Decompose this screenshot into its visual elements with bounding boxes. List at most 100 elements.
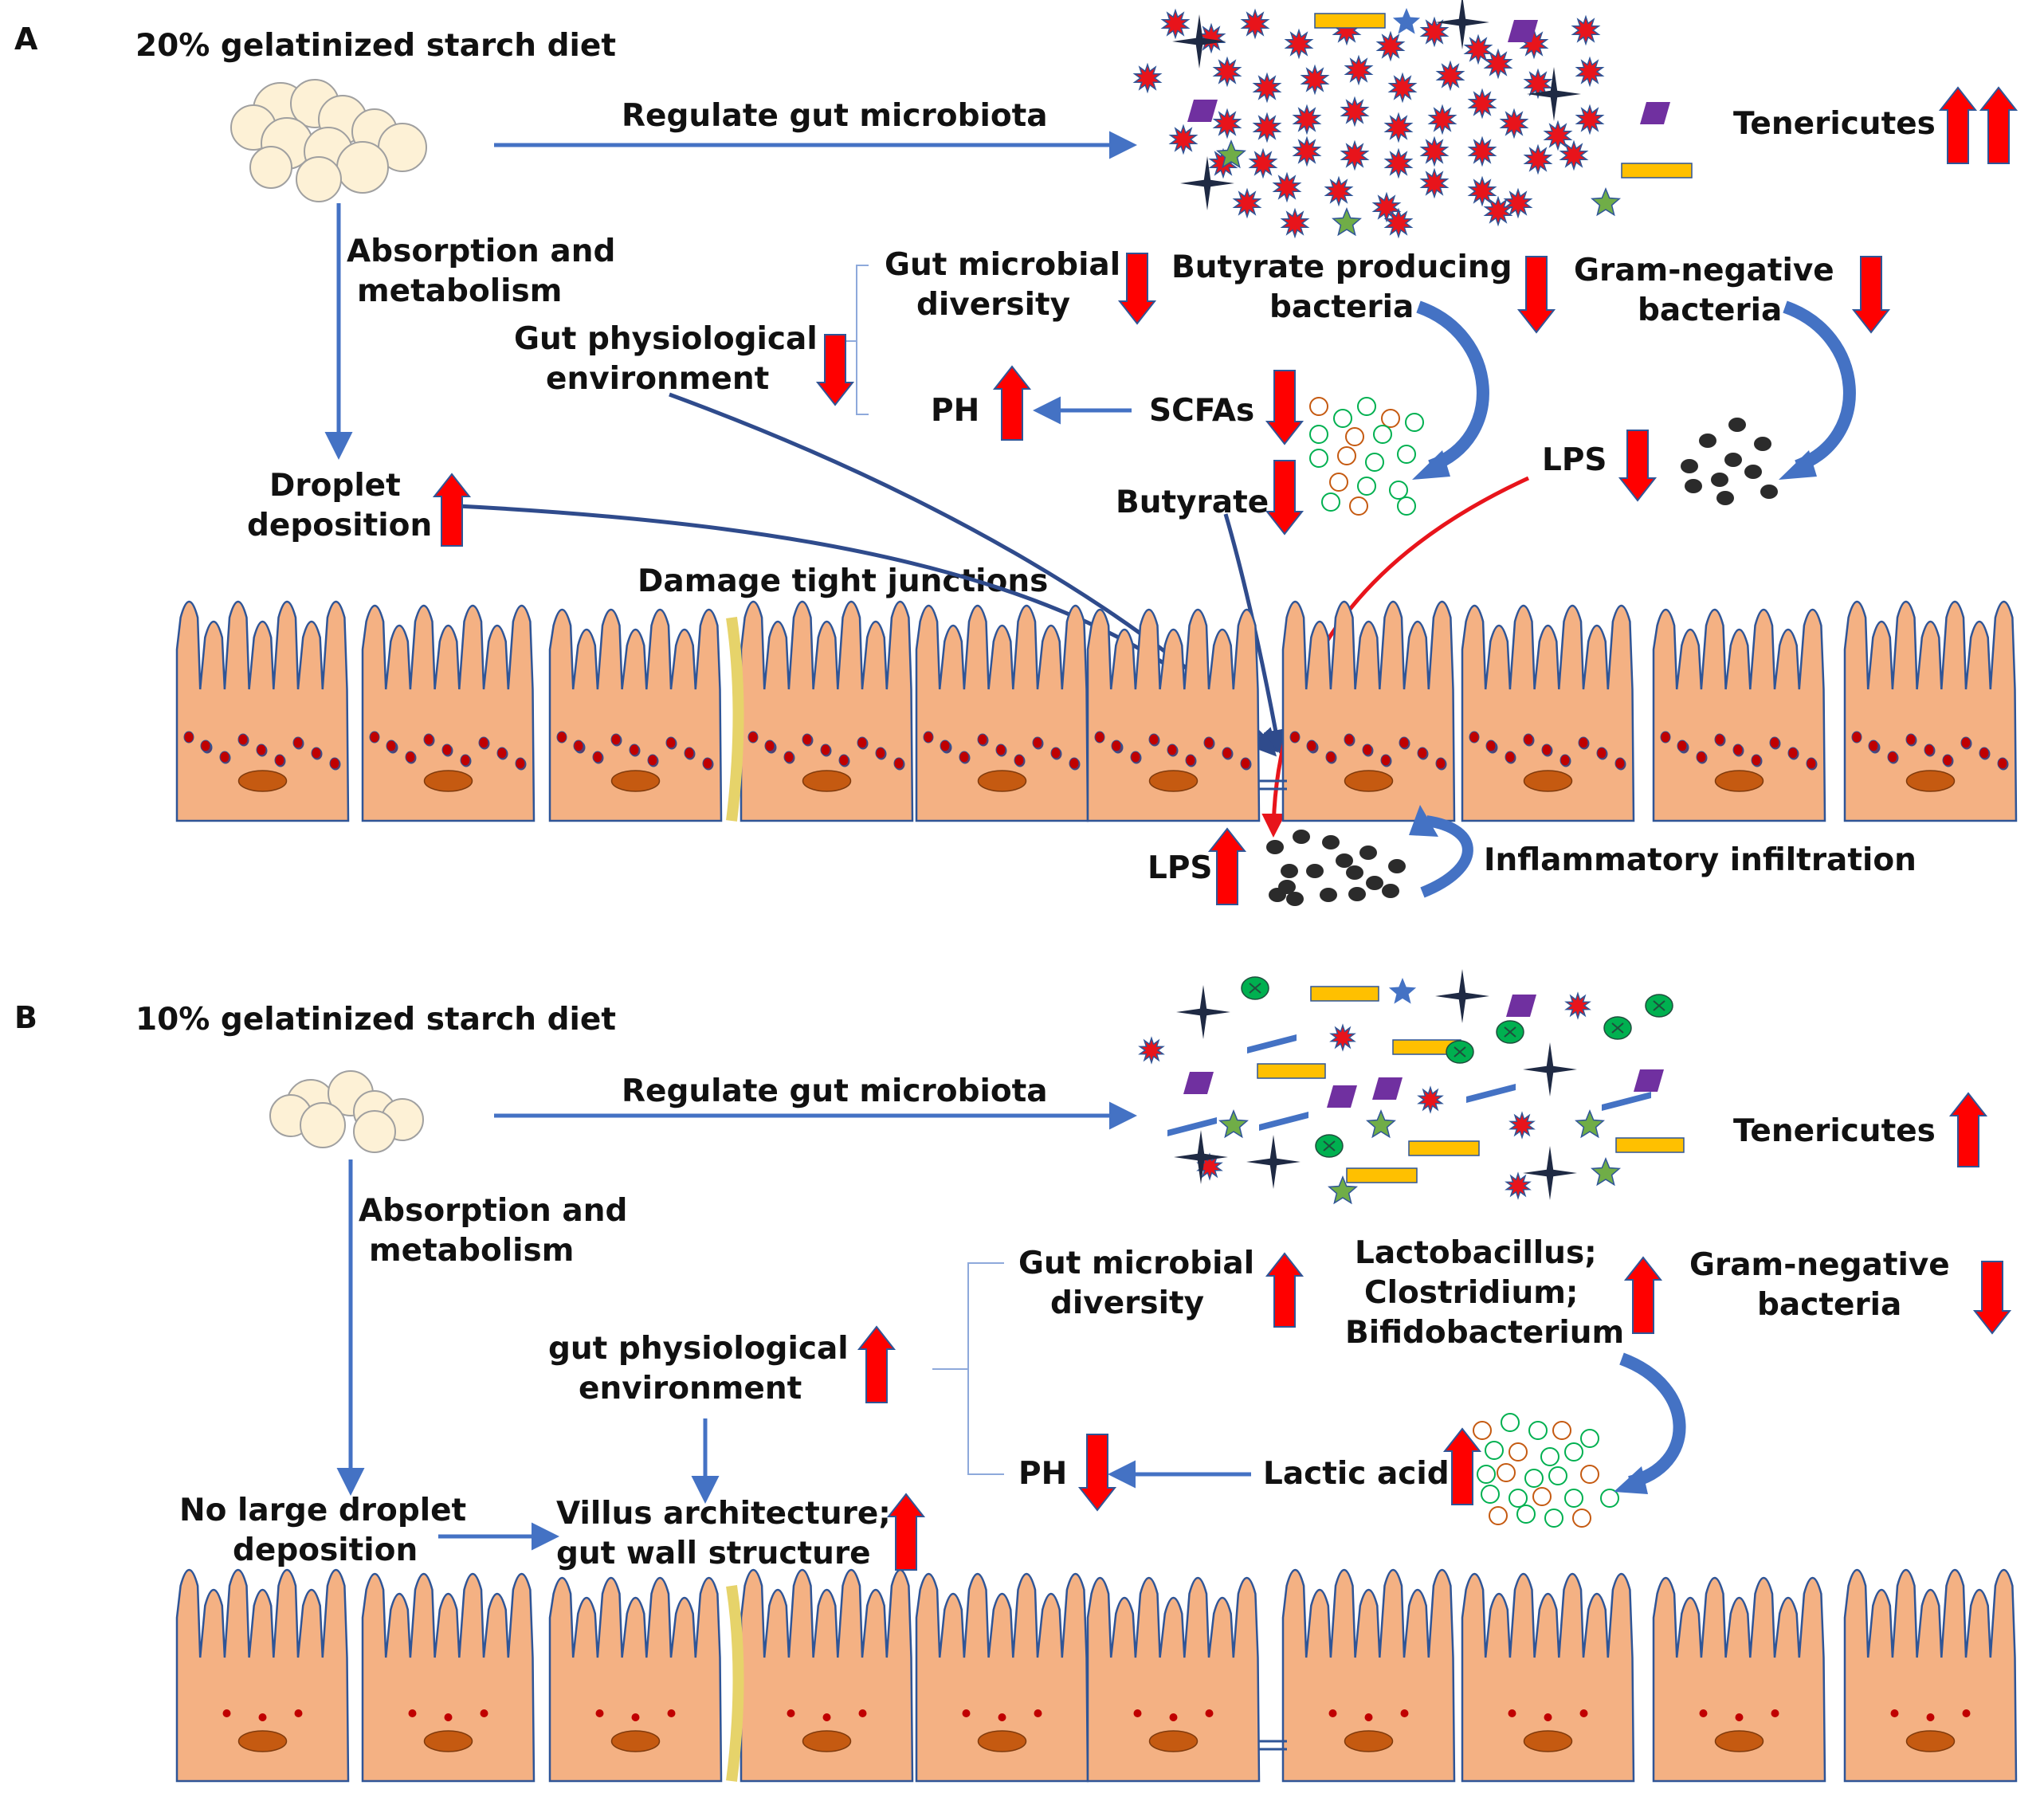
lps-dot-cluster-bottom [1266,830,1406,906]
red-arrow-down-icon [1117,253,1157,325]
lipid-droplet [1868,740,1879,752]
red-arrow-up-icon [886,1493,926,1571]
lipid-droplet [1979,747,1990,759]
lipid-droplet [1050,747,1061,759]
red-arrow-up-icon [1442,1427,1482,1505]
red-starburst-microbe-icon [1240,8,1270,40]
lipid-droplet [1579,1709,1588,1717]
lipid-droplet [183,731,194,744]
lipid-droplet [1614,757,1626,770]
lipid-droplet [329,757,340,770]
red-starburst-microbe-icon [1419,167,1450,199]
red-starburst-microbe-icon [1387,72,1418,104]
lps-dot-icon [1382,884,1399,898]
lipid-droplet [998,1713,1006,1721]
lipid-droplet [441,744,453,756]
lipid-droplet [1344,733,1355,746]
intercellular-junction [726,616,744,822]
lipid-droplet [1417,747,1428,759]
absorption-label-line2: metabolism [357,273,562,309]
lipid-droplet [219,751,230,763]
red-starburst-microbe-icon [1300,64,1330,96]
dark-four-point-star-icon [1435,0,1489,49]
butyrate-bacteria-curve-arrowhead [1412,450,1450,480]
lipid-droplet [515,757,526,770]
red-starburst-microbe-icon [1272,171,1302,203]
lipid-droplet [405,751,416,763]
lipid-droplet [684,747,695,759]
lps-top-label: LPS [1542,442,1607,478]
red-starburst-microbe-icon [1483,48,1513,80]
lps-dot-icon [1293,830,1310,844]
lipid-droplet [1240,757,1251,770]
green-ring-icon [1540,1447,1559,1466]
lipid-droplet [1435,757,1446,770]
red-starburst-microbe-icon [1467,88,1497,120]
epithelial-cell [1281,1568,1456,1783]
lactobacillus-curve-arrow [1619,1352,1686,1489]
epithelial-cell [1652,608,1826,822]
lipid-droplet [1328,1709,1337,1717]
red-starburst-microbe-icon [1292,135,1322,167]
lipid-droplet [1851,731,1862,744]
red-starburst-microbe-icon [1212,56,1242,88]
green-ring-icon [1373,425,1392,444]
lipid-droplet [1905,733,1916,746]
epithelial-cell [1652,1576,1826,1783]
gram-negative-line2: bacteria [1638,292,1782,328]
green-star-microbe-icon [1328,1175,1358,1205]
red-starburst-microbe-icon [1467,135,1497,167]
red-starburst-microbe-icon [1383,112,1414,143]
red-starburst-microbe-icon [1499,108,1529,139]
red-starburst-microbe-icon [1383,147,1414,179]
lipid-droplet [1032,736,1043,749]
green-star-microbe-icon [1575,1109,1605,1139]
panel-letter-a: A [14,22,38,57]
cell-nucleus [1714,770,1764,792]
dark-four-point-star-icon [1174,1130,1228,1184]
lipid-droplet [702,757,713,770]
lactobacillus-line3: Bifidobacterium [1345,1315,1624,1351]
brown-ring-icon [1381,409,1400,428]
epithelial-cell [361,1572,536,1783]
cell-nucleus [1905,1730,1956,1752]
butyrate-bacteria-line2: bacteria [1269,289,1414,325]
brown-ring-icon [1532,1487,1552,1506]
green-star-microbe-icon [1591,1157,1621,1187]
lipid-droplet [222,1709,231,1717]
red-arrow-down-icon [1265,370,1304,445]
red-starburst-microbe-icon [1280,207,1310,239]
lipid-droplet [274,754,285,767]
lipid-droplet [783,751,794,763]
red-arrow-down-icon [1851,256,1891,334]
lipid-droplet [1887,751,1898,763]
epithelial-cell [1281,600,1456,822]
ph-b-label: PH [1018,1456,1067,1492]
butyrate-bacteria-curve-arrow [1416,300,1489,473]
lipid-droplet [480,1709,488,1717]
epithelial-cell [1086,1576,1261,1783]
bracket-b [932,1262,1004,1475]
lipid-droplet [256,744,267,756]
lipid-droplet [1962,1709,1971,1717]
red-starburst-microbe-icon [1575,104,1605,135]
red-arrow-up-icon [992,365,1032,441]
green-ring-icon [1309,449,1328,468]
green-star-microbe-icon [1591,187,1621,217]
red-arrow-down-icon [815,334,855,406]
regulate-label: Regulate gut microbiota [622,98,1048,134]
red-arrow-down-icon [1077,1434,1117,1512]
dark-four-point-star-icon [1527,67,1581,121]
red-starburst-microbe-icon [1419,135,1450,167]
inflammatory-curve-arrow [1420,815,1473,898]
lipid-droplet [1014,754,1025,767]
lps-dot-icon [1388,859,1406,873]
lipid-droplet [311,747,322,759]
cell-nucleus [977,1730,1027,1752]
lipid-droplet [1544,1713,1552,1721]
blue-filament-microbe-icon [1259,1112,1308,1131]
epithelial-cell [361,604,536,822]
lipid-droplet [478,736,489,749]
lps-dot-icon [1681,459,1698,473]
